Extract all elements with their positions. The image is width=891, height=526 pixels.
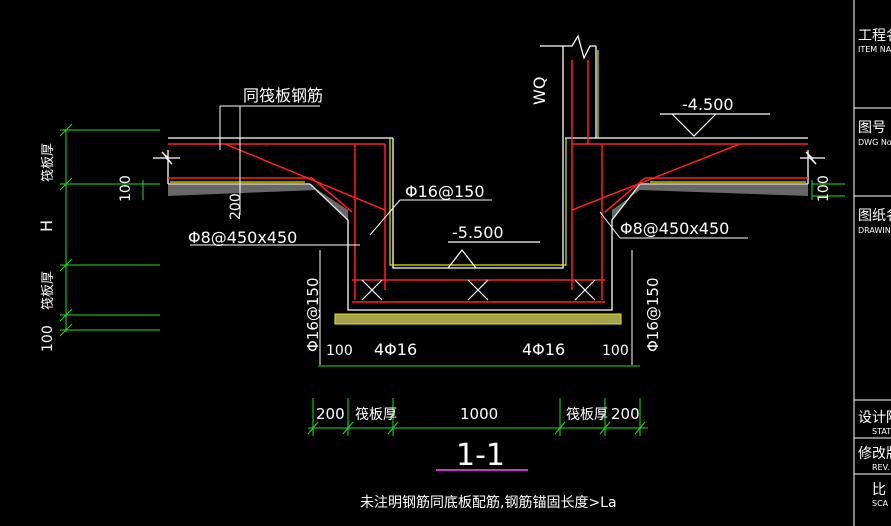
dim-100-right-a: 100 — [816, 175, 832, 202]
title-block-frame — [853, 0, 891, 526]
tb-design-stage-en: STAT — [872, 427, 891, 436]
blinding-layer — [335, 314, 621, 324]
tb-drawing-name-en: DRAWIN — [858, 226, 891, 235]
tb-scale-en: SCA — [872, 499, 889, 508]
label-rebar-same-as-raft: 同筏板钢筋 — [243, 86, 323, 105]
corner-bars — [361, 279, 596, 301]
tb-revision: 修改版 — [858, 446, 891, 462]
label-4phi16-right: 4Φ16 — [522, 340, 565, 359]
dim-raft-thickness-left: 筏板厚 — [355, 406, 397, 423]
elevation-marker-pit — [447, 241, 540, 269]
yellow-lines — [170, 50, 806, 266]
elevation-marker-top — [660, 113, 770, 137]
tb-drawing-name: 图纸名 — [858, 208, 891, 224]
label-4phi16-left: 4Φ16 — [374, 340, 417, 359]
subgrade-hatch — [168, 184, 808, 325]
dim-raft-thickness-bottom: 筏板厚 — [40, 271, 56, 310]
concrete-outline — [153, 34, 825, 311]
tb-design-stage: 设计阶 — [858, 410, 891, 426]
label-elev-pit: -5.500 — [452, 223, 504, 242]
dim-1000: 1000 — [460, 405, 498, 423]
tb-project-name-en: ITEM NA — [858, 45, 891, 54]
tb-project-name: 工程名 — [858, 28, 891, 44]
dim-200-slab: 200 — [228, 193, 244, 220]
dim-200-left: 200 — [316, 405, 345, 423]
label-stirrup-left: Φ8@450x450 — [188, 228, 297, 247]
label-bar-phi16-150: Φ16@150 — [405, 182, 485, 201]
tb-drawing-no-en: DWG No. — [858, 138, 891, 147]
dim-raft-thickness-top: 筏板厚 — [40, 143, 56, 182]
section-label: 1-1 — [456, 438, 505, 473]
dim-raft-thickness-right: 筏板厚 — [566, 406, 608, 423]
dim-100-bottom-left: 100 — [326, 343, 353, 359]
dim-100-left-b: 100 — [40, 325, 56, 352]
dim-200-right: 200 — [611, 405, 640, 423]
dim-H: H — [37, 220, 56, 232]
dim-100-left-a: 100 — [118, 175, 134, 202]
dimensions — [59, 123, 845, 436]
tb-revision-en: REV. — [872, 463, 890, 472]
label-wall-tag: WQ — [530, 77, 549, 105]
tb-drawing-no: 图号 — [858, 120, 886, 136]
tb-scale: 比 — [872, 482, 886, 498]
label-elev-top: -4.500 — [682, 95, 734, 114]
label-stirrup-right: Φ8@450x450 — [620, 219, 729, 238]
rebar — [168, 60, 808, 303]
label-phi16-150-left: Φ16@150 — [304, 277, 322, 352]
drawing-note: 未注明钢筋同底板配筋,钢筋锚固长度>La — [360, 494, 617, 511]
leaders — [190, 105, 748, 365]
dim-100-bottom-right: 100 — [602, 343, 629, 359]
label-phi16-150-right: Φ16@150 — [644, 277, 662, 352]
